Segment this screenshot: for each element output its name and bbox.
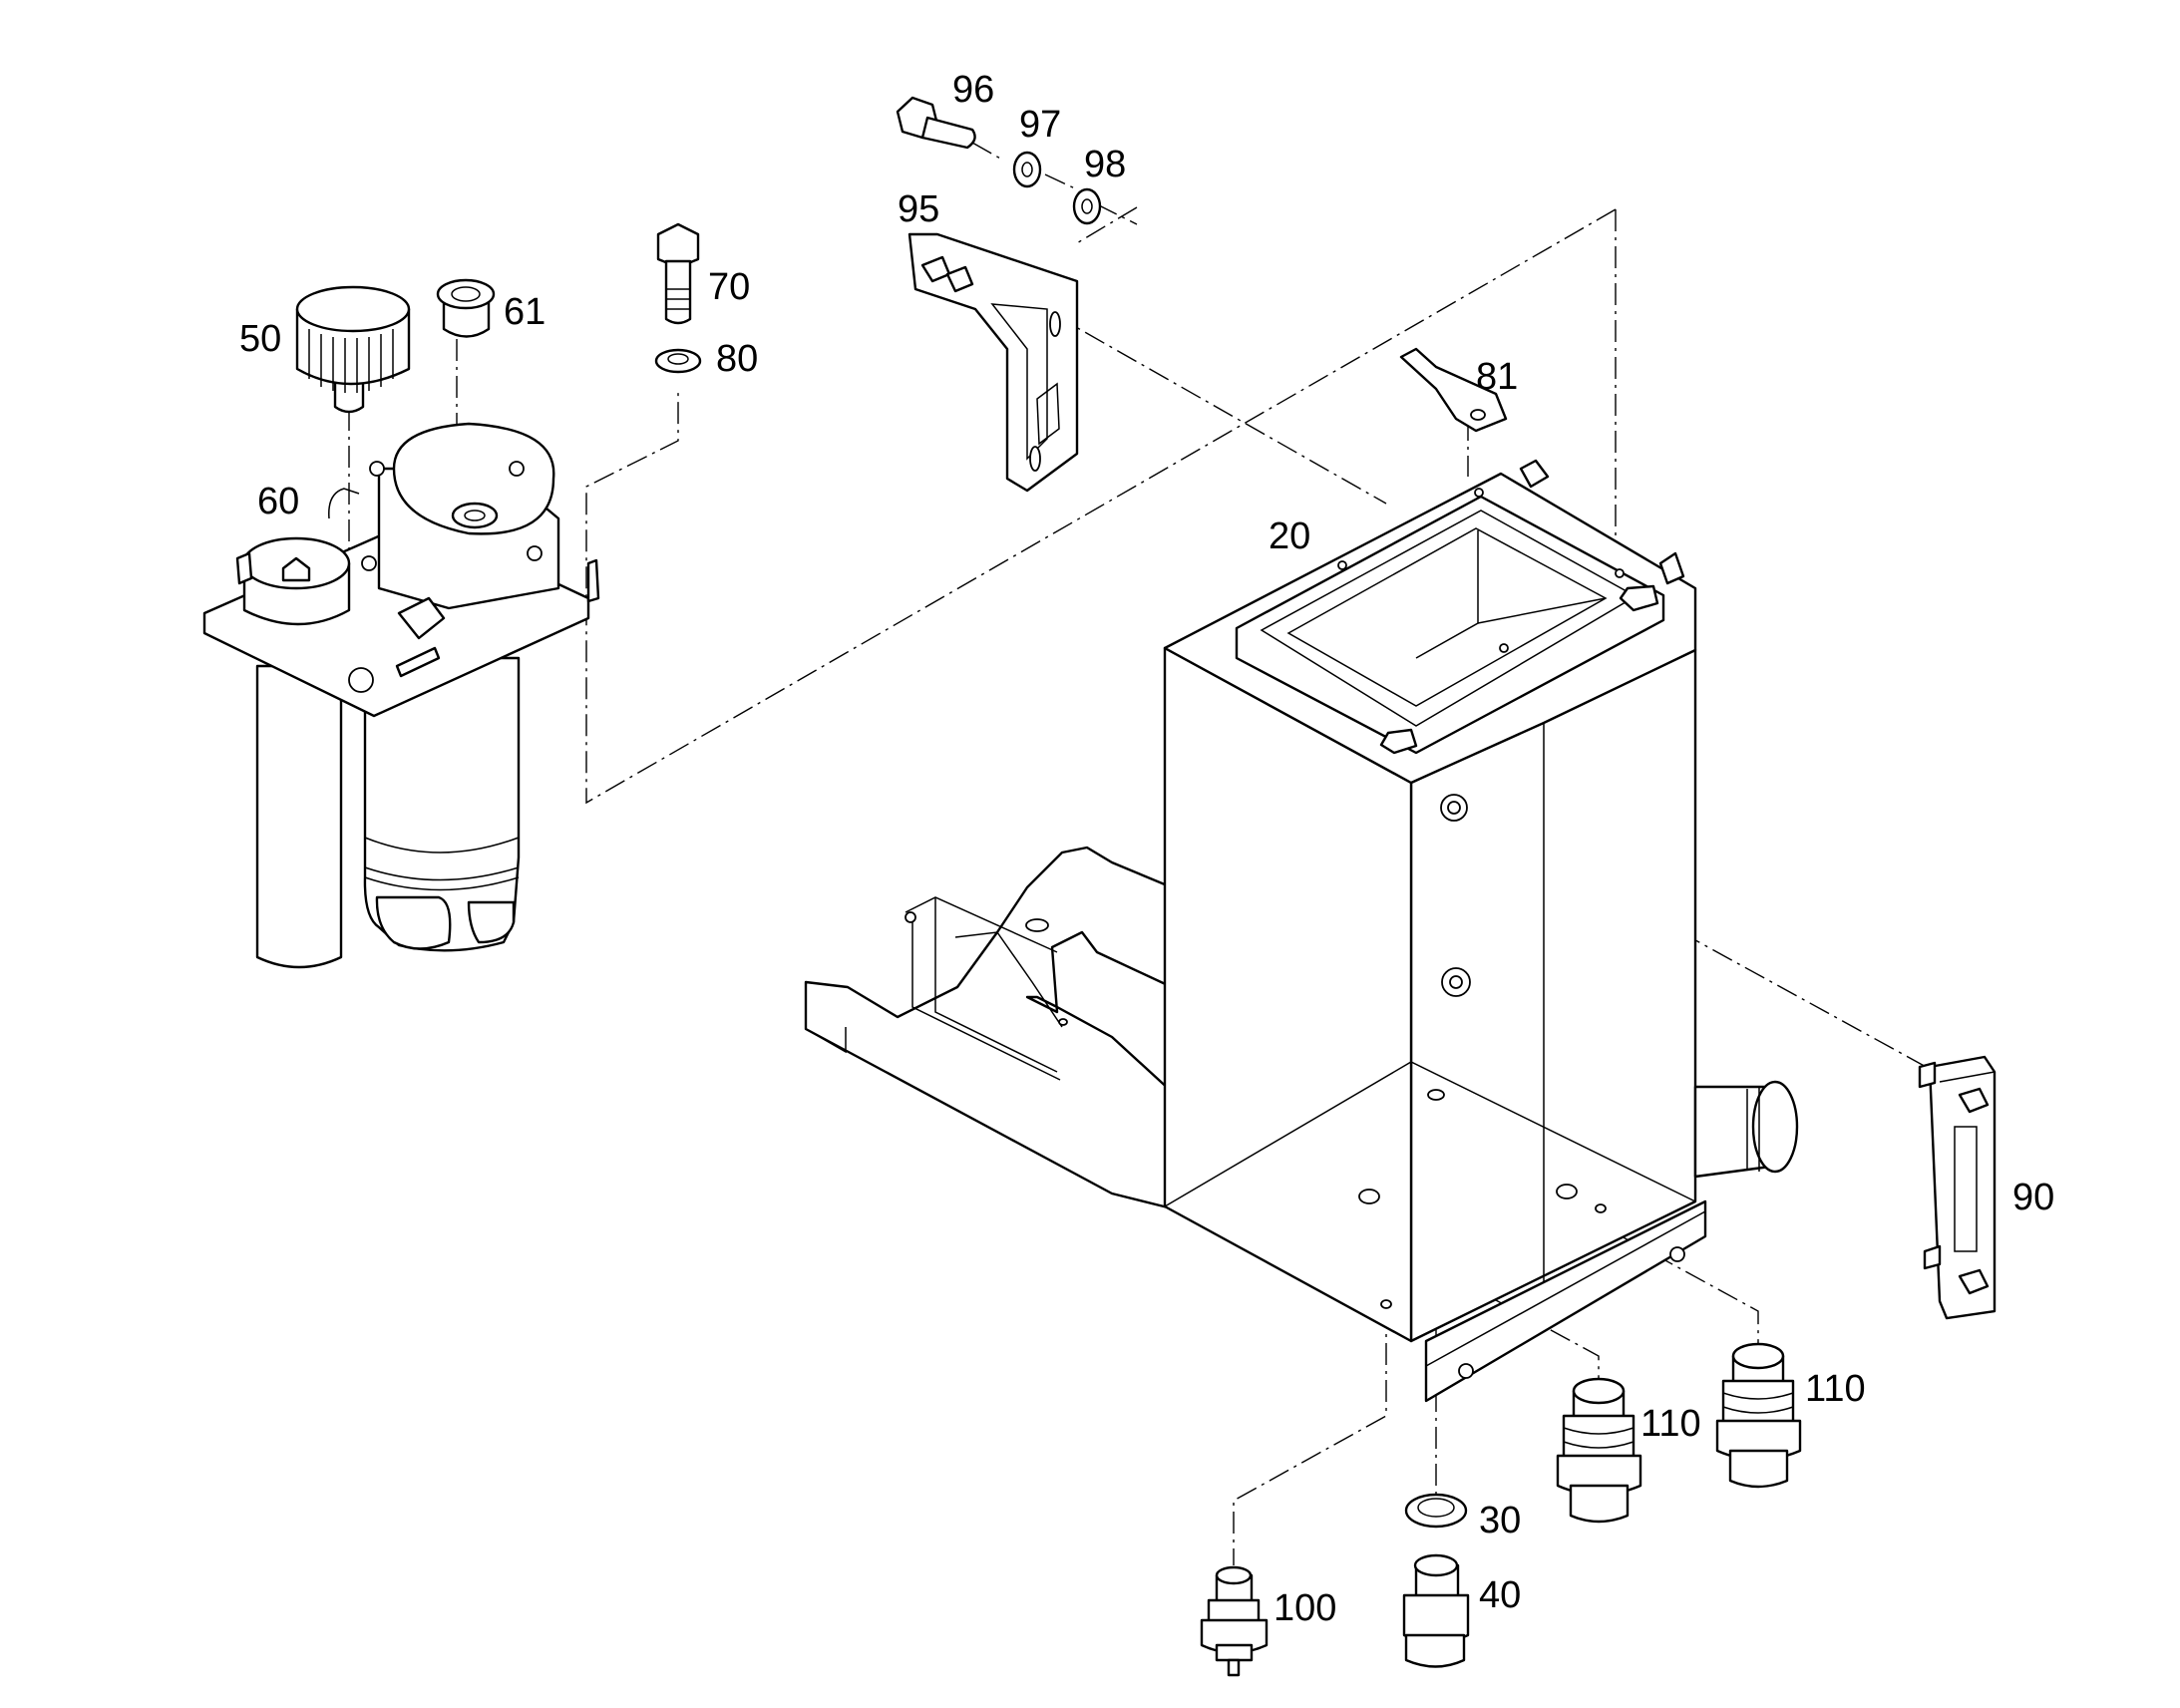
callout-110-left: 110	[1640, 1403, 1701, 1445]
bolt-96	[896, 96, 976, 150]
fitting-40	[1402, 1553, 1470, 1668]
callout-60: 60	[257, 481, 299, 522]
seal-ring	[1404, 1493, 1468, 1529]
callout-30: 30	[1479, 1500, 1521, 1541]
washer-98	[1072, 187, 1102, 225]
callouts: 20 30 40 50 60 61 70 80 81 90 95 96 97 9…	[239, 69, 2054, 1629]
sight-glass	[1918, 1055, 1997, 1320]
callout-100: 100	[1273, 1587, 1336, 1629]
callout-90: 90	[2012, 1177, 2054, 1218]
mounting-bracket	[908, 232, 1079, 493]
callout-70: 70	[708, 266, 750, 308]
callout-95: 95	[898, 188, 939, 230]
fitting-110-left	[1556, 1377, 1642, 1524]
callout-50: 50	[239, 318, 281, 360]
fitting-110-right	[1715, 1342, 1802, 1489]
breather-cap	[295, 285, 411, 414]
callout-20: 20	[1269, 515, 1310, 557]
callout-61: 61	[504, 291, 545, 333]
washer-80	[654, 348, 702, 374]
sensor-100	[1200, 1565, 1269, 1677]
washer-97	[1012, 151, 1042, 188]
callout-97: 97	[1019, 104, 1061, 146]
callout-40: 40	[1479, 1574, 1521, 1616]
callout-98: 98	[1084, 144, 1126, 185]
filter-assembly	[202, 422, 600, 969]
bolt-70	[656, 222, 700, 325]
cable-lug	[1399, 347, 1508, 433]
callout-110-right: 110	[1805, 1368, 1866, 1410]
callout-81: 81	[1476, 356, 1518, 398]
callout-80: 80	[716, 338, 758, 380]
plug	[436, 278, 496, 338]
callout-96: 96	[952, 69, 994, 111]
tank-housing	[804, 459, 1799, 1403]
